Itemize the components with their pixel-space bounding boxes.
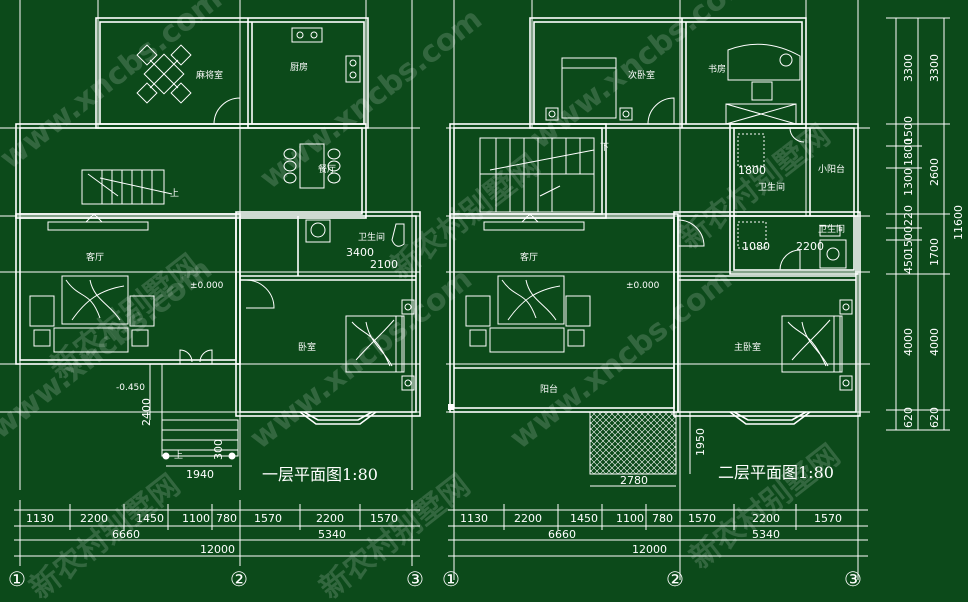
bed-icon bbox=[345, 299, 415, 391]
dim-right-1500-a: 1500 bbox=[902, 116, 915, 144]
study-desk-icon bbox=[725, 43, 801, 125]
axis-marker-2-f2: ② bbox=[666, 567, 684, 591]
bathroom-fixtures-icon bbox=[737, 133, 847, 269]
mahjong-table-icon bbox=[136, 44, 192, 104]
room-label-balcony: 阳台 bbox=[540, 383, 558, 395]
dim-right-3300-outer: 3300 bbox=[928, 54, 941, 82]
dim-right-3300-inner: 3300 bbox=[902, 54, 915, 82]
dim-bottom-total: 12000 bbox=[200, 543, 235, 556]
dim-bottom-4: 1100 bbox=[182, 512, 210, 525]
dim-bottom-1-f2: 1130 bbox=[460, 512, 488, 525]
room-label-small-balcony: 小阳台 bbox=[818, 163, 845, 175]
dim-right-total: 11600 bbox=[952, 205, 965, 240]
room-label-mahjong: 麻将室 bbox=[196, 69, 223, 81]
room-label-living-2: 客厅 bbox=[520, 251, 538, 263]
room-label-bathroom-a: 卫生间 bbox=[758, 181, 785, 193]
terrace-hatched-area bbox=[589, 411, 691, 487]
dim-bottom-3: 1450 bbox=[136, 512, 164, 525]
tv-cabinet-icon bbox=[47, 213, 149, 231]
watermark-site-name: 新农村别墅网 bbox=[43, 248, 206, 386]
dim-bottom-2: 2200 bbox=[80, 512, 108, 525]
floor2-plan: 次卧室 书房 下 小阳台 卫生间 卫生间 客厅 主卧室 阳台 ±0.000 18… bbox=[442, 0, 965, 591]
dim-bottom-8-f2: 1570 bbox=[814, 512, 842, 525]
stair-up-label: 上 bbox=[170, 188, 179, 199]
dim-2780: 2780 bbox=[620, 474, 648, 487]
dim-right-620-inner: 620 bbox=[902, 407, 915, 428]
dim-bottom-5: 780 bbox=[216, 512, 237, 525]
entry-up-label: 上 bbox=[174, 450, 183, 461]
dim-right-2600: 2600 bbox=[928, 158, 941, 186]
axis-marker-3: ③ bbox=[406, 567, 424, 591]
watermark-url: www.xncbs.com bbox=[0, 0, 229, 176]
axis-marker-1-f2: ① bbox=[442, 567, 460, 591]
dim-bottom-3-f2: 1450 bbox=[570, 512, 598, 525]
watermark-site-name: 新农村别墅网 bbox=[383, 148, 546, 286]
dim-right-1800: 1800 bbox=[902, 138, 915, 166]
level-marker-0-f2: ±0.000 bbox=[626, 281, 660, 291]
dim-1950: 1950 bbox=[694, 428, 707, 456]
dim-bottom-1: 1130 bbox=[26, 512, 54, 525]
floor2-title: 二层平面图1:80 bbox=[718, 463, 834, 482]
room-label-kitchen: 厨房 bbox=[290, 61, 308, 73]
dim-1940: 1940 bbox=[186, 468, 214, 481]
dim-2200-f2: 2200 bbox=[796, 240, 824, 253]
dim-bottom-2-f2: 2200 bbox=[514, 512, 542, 525]
level-marker-0: ±0.000 bbox=[190, 281, 224, 291]
stair-down-label: 下 bbox=[600, 143, 609, 153]
kitchen-counter-icon bbox=[291, 27, 361, 83]
dim-bottom-6660-f2: 6660 bbox=[548, 528, 576, 541]
dim-bottom-6: 1570 bbox=[254, 512, 282, 525]
room-label-bedroom: 卧室 bbox=[298, 341, 316, 353]
room-label-living: 客厅 bbox=[86, 251, 104, 263]
bathroom-fixtures-icon bbox=[305, 219, 405, 247]
axis-marker-2: ② bbox=[230, 567, 248, 591]
dim-3400: 3400 bbox=[346, 246, 374, 259]
dim-bottom-7-f2: 2200 bbox=[752, 512, 780, 525]
dim-bottom-6-f2: 1570 bbox=[688, 512, 716, 525]
dim-right-4000-outer: 4000 bbox=[928, 328, 941, 356]
dim-right-1300: 1300 bbox=[902, 168, 915, 196]
sofa-set-icon bbox=[29, 275, 155, 353]
watermark-url: www.xncbs.com bbox=[243, 262, 478, 457]
dim-1080: 1080 bbox=[742, 240, 770, 253]
floor1-plan: 麻将室 厨房 餐厅 客厅 卫生间 卧室 上 上 ±0.000 -0.450 34… bbox=[0, 0, 424, 591]
dim-right-620-outer: 620 bbox=[928, 407, 941, 428]
room-label-master-bedroom: 主卧室 bbox=[734, 341, 761, 353]
dim-1800: 1800 bbox=[738, 164, 766, 177]
room-label-bathroom: 卫生间 bbox=[358, 231, 385, 243]
master-bed-icon bbox=[781, 299, 853, 391]
dim-bottom-7: 2200 bbox=[316, 512, 344, 525]
dim-bottom-6660: 6660 bbox=[112, 528, 140, 541]
axis-marker-1: ① bbox=[8, 567, 26, 591]
dining-table-icon bbox=[283, 143, 341, 189]
room-label-study: 书房 bbox=[708, 63, 726, 75]
sofa-set-icon bbox=[465, 275, 591, 353]
dim-2100: 2100 bbox=[370, 258, 398, 271]
room-label-bathroom-b: 卫生间 bbox=[818, 223, 845, 235]
dim-bottom-5340-f2: 5340 bbox=[752, 528, 780, 541]
watermarks: www.xncbs.com www.xncbs.com www.xncbs.co… bbox=[0, 0, 847, 602]
dim-bottom-5-f2: 780 bbox=[652, 512, 673, 525]
dim-300: 300 bbox=[212, 439, 225, 460]
dim-right-4000-inner: 4000 bbox=[902, 328, 915, 356]
dim-bottom-8: 1570 bbox=[370, 512, 398, 525]
dim-bottom-total-f2: 12000 bbox=[632, 543, 667, 556]
dim-right-220: 220 bbox=[902, 205, 915, 226]
watermark-site-name: 新农村别墅网 bbox=[673, 118, 836, 256]
dim-right-1700: 1700 bbox=[928, 238, 941, 266]
room-label-second-bedroom: 次卧室 bbox=[628, 69, 655, 81]
dim-bottom-5340: 5340 bbox=[318, 528, 346, 541]
dim-2400: 2400 bbox=[140, 398, 153, 426]
dim-right-450: 450 bbox=[902, 253, 915, 274]
tv-cabinet-icon bbox=[483, 213, 585, 231]
level-marker-minus: -0.450 bbox=[116, 383, 145, 393]
floor1-title: 一层平面图1:80 bbox=[262, 465, 378, 484]
watermark-site-name: 新农村别墅网 bbox=[23, 468, 186, 602]
bed-icon bbox=[545, 57, 633, 121]
dim-right-1500-b: 1500 bbox=[902, 226, 915, 254]
dim-bottom-4-f2: 1100 bbox=[616, 512, 644, 525]
room-label-dining: 餐厅 bbox=[318, 163, 336, 175]
axis-marker-3-f2: ③ bbox=[844, 567, 862, 591]
